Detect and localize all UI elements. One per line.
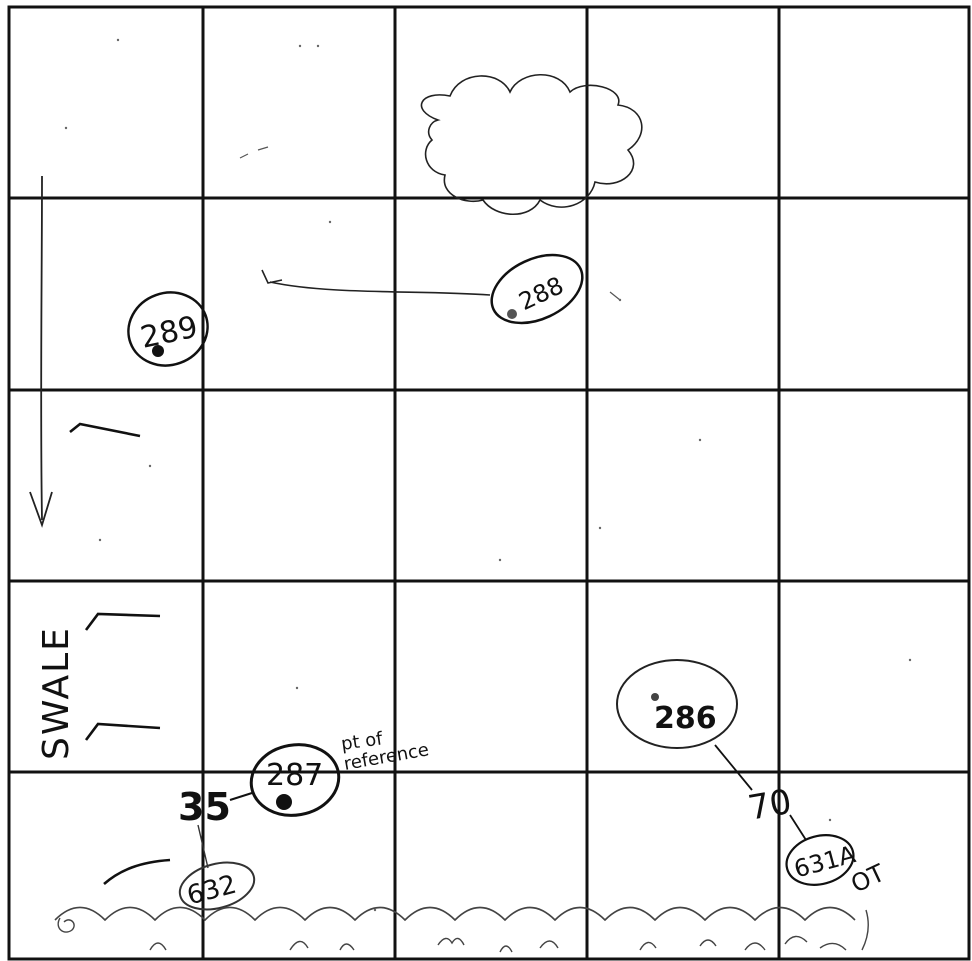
tree-288: 288: [481, 242, 593, 337]
scribble-mark: [610, 292, 620, 300]
grid: [9, 7, 969, 959]
grid-border: [9, 7, 969, 959]
flow-arrow-2: [86, 614, 160, 630]
distance-70-label: 70: [745, 782, 795, 829]
flow-arrow-1: [70, 424, 140, 436]
swale-arrow: [30, 176, 52, 525]
direction-arrow-288-to-289: [262, 270, 490, 295]
tree-631A: 631A: [781, 828, 859, 892]
tree-286: 286: [617, 660, 737, 748]
tree-287-label: 287: [266, 758, 323, 793]
flow-arrows: [70, 424, 170, 884]
tree-286-label: 286: [654, 701, 717, 736]
swale-label: SWALE: [36, 626, 77, 760]
flow-arrow-3: [86, 724, 160, 740]
flow-arrow-4: [104, 860, 170, 884]
hedge-start-scribble: [58, 918, 74, 932]
tree-287: 287: [246, 738, 345, 822]
stray-dots: [65, 39, 911, 911]
tree-289-label: 289: [138, 310, 201, 356]
link-287-35: [230, 793, 252, 800]
distance-35-label: 35: [178, 785, 231, 829]
cloud-canopy-drawing: [421, 75, 641, 215]
hedge-scallop-line: [55, 908, 855, 921]
scribble-mark: [240, 147, 268, 158]
